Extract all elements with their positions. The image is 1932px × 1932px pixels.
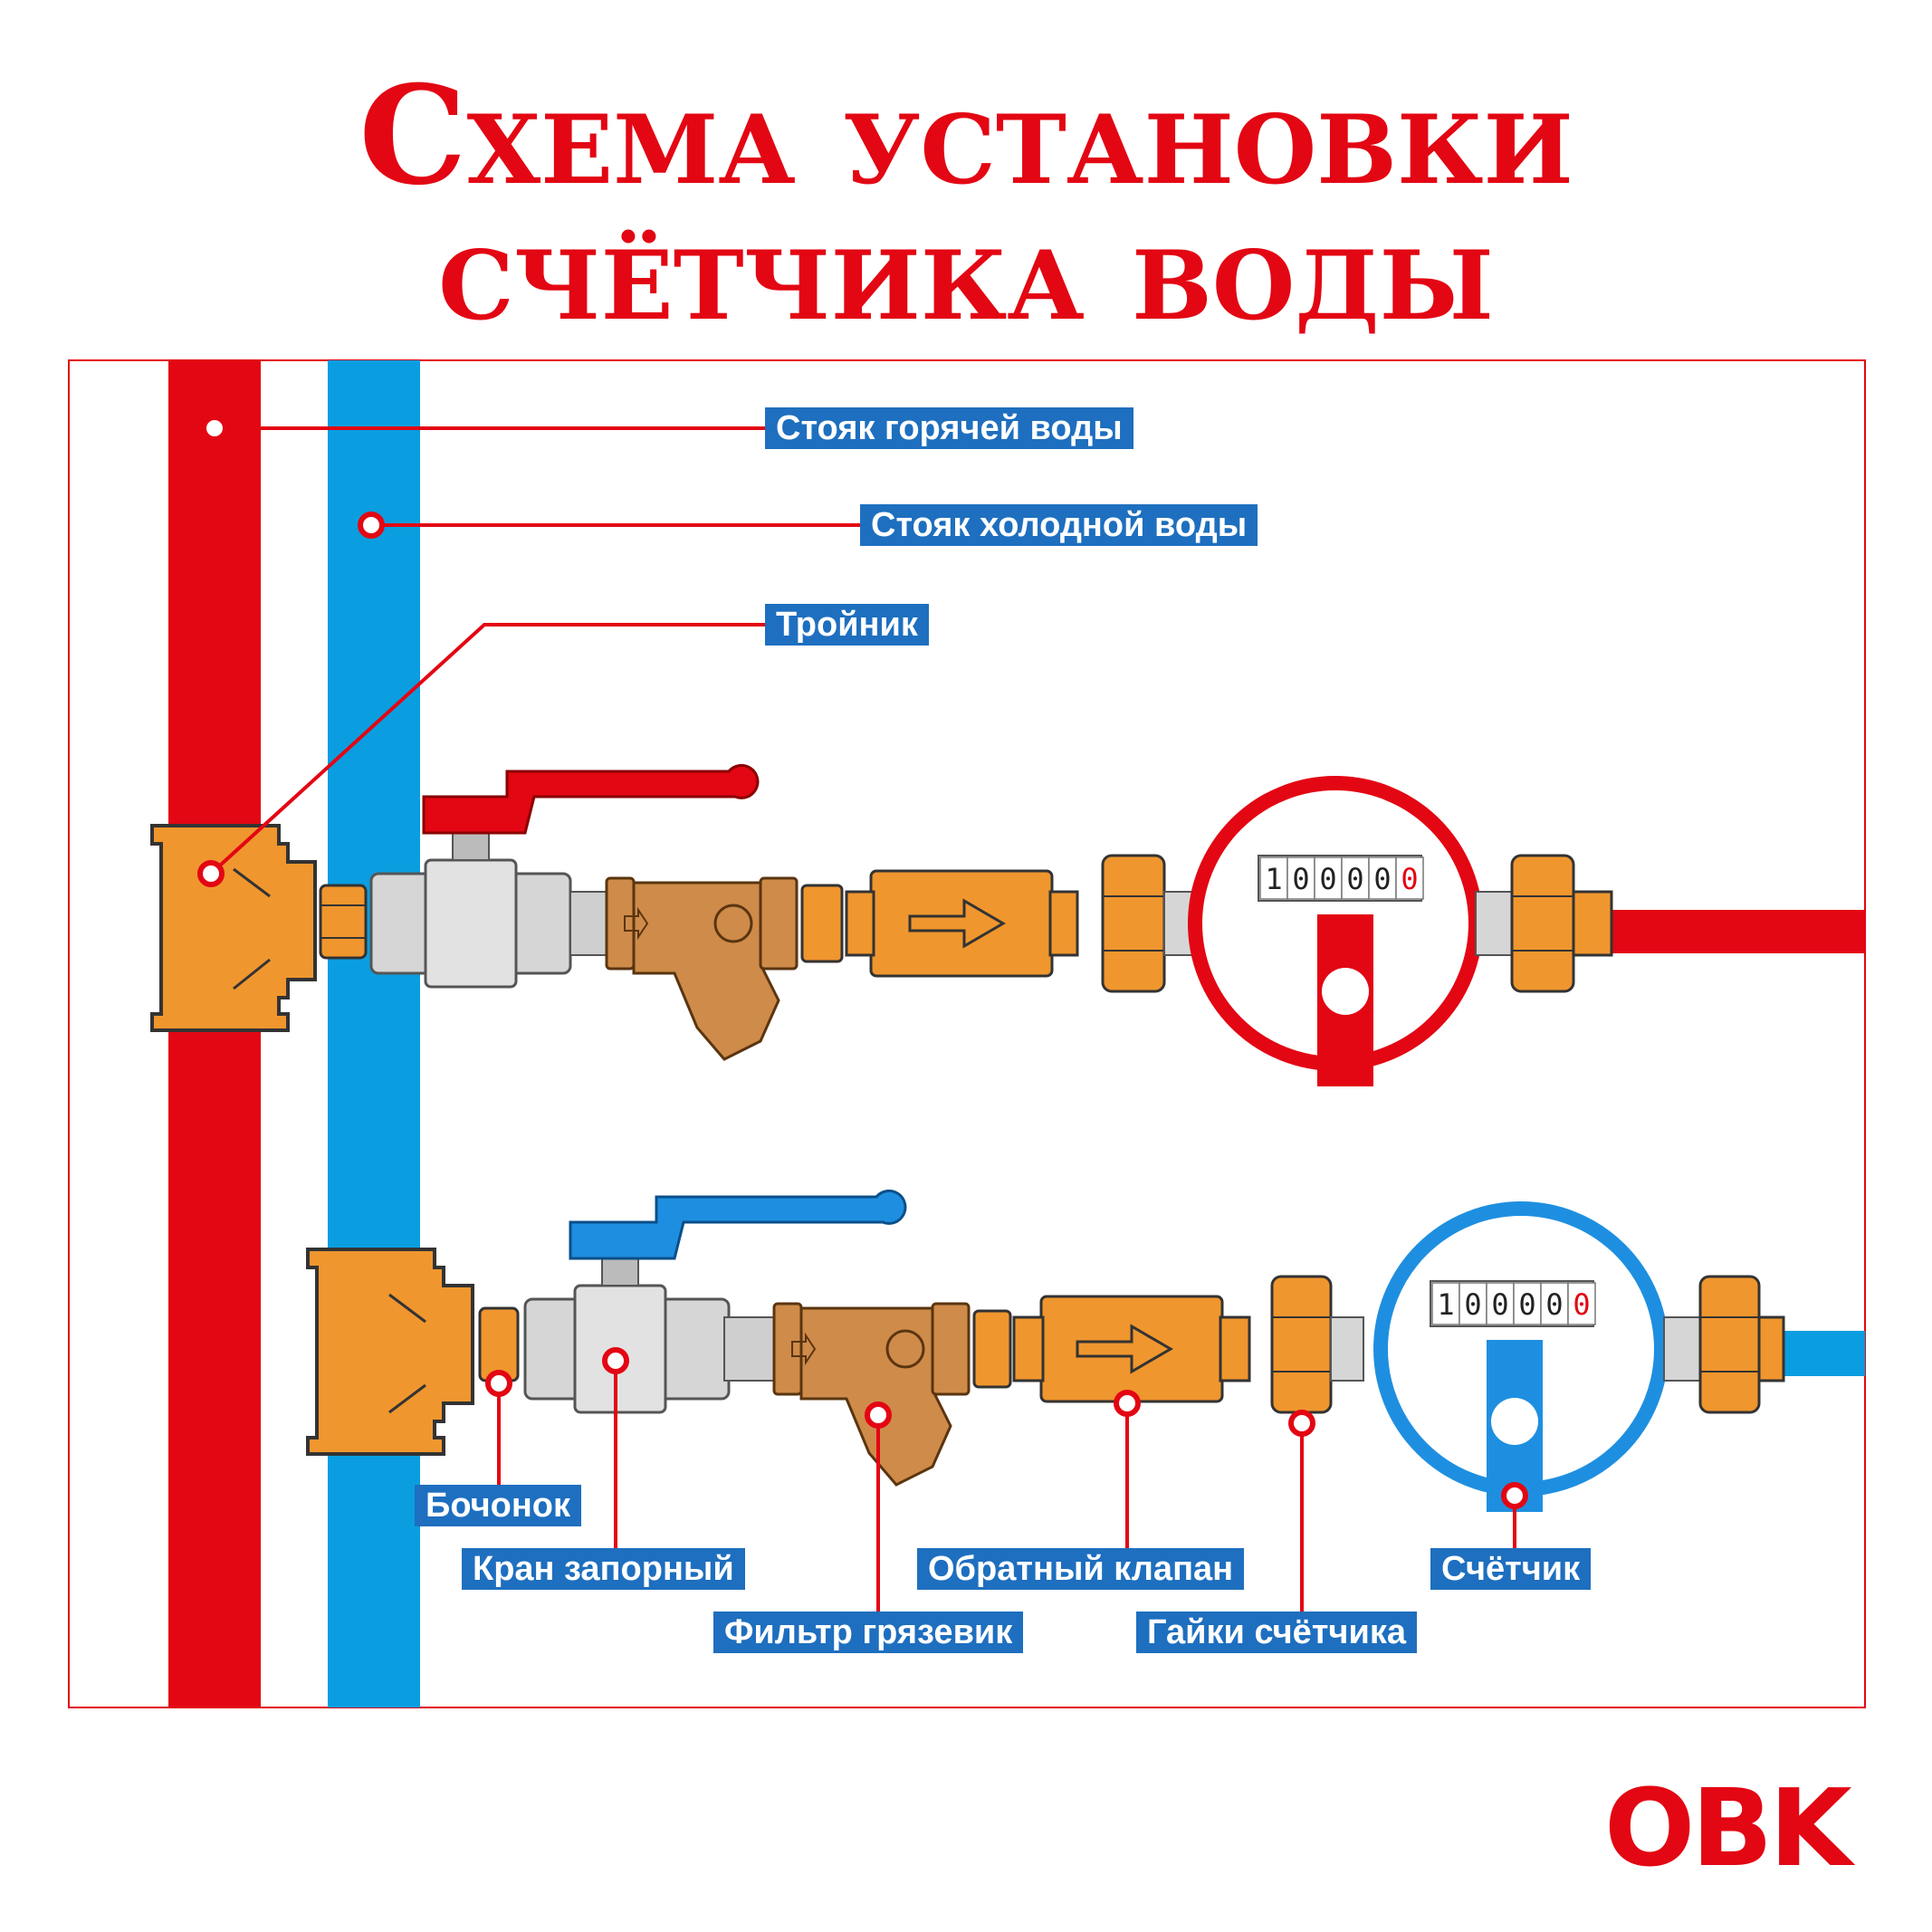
marker-cold-riser: [358, 512, 385, 539]
marker-meter-nuts: [1288, 1410, 1315, 1437]
label-shutoff-valve: Кран запорный: [462, 1548, 745, 1590]
page-title-line-1: Схема установки: [359, 56, 1573, 215]
cold-outlet-pipe: [1784, 1331, 1865, 1376]
hot-meter-digit: 0: [1401, 862, 1418, 896]
cold-meter-digit: 0: [1518, 1287, 1535, 1322]
diagram-frame: [68, 359, 1866, 1708]
cold-meter-nut-right: [1698, 1275, 1761, 1414]
hot-water-riser: [168, 360, 261, 1707]
cold-check-valve: [1039, 1295, 1224, 1403]
leader-tee: [209, 623, 765, 875]
label-mud-filter: Фильтр грязевик: [713, 1612, 1024, 1653]
cold-meter-digit: 1: [1437, 1287, 1454, 1322]
label-cold-riser: Стояк холодной воды: [860, 504, 1258, 546]
hot-meter-nut-left: [1101, 854, 1166, 993]
marker-nipple: [485, 1370, 512, 1397]
hot-meter-digit-cell: [1395, 856, 1424, 900]
cold-meter-digit-cell: [1567, 1282, 1596, 1325]
hot-valve-lever: [422, 763, 760, 835]
hot-mud-filter: [632, 881, 780, 1061]
cold-meter-digit: 0: [1491, 1287, 1508, 1322]
hot-check-valve: [869, 869, 1054, 978]
marker-hot-riser: [201, 415, 228, 442]
hot-meter-digit-cell: [1341, 856, 1370, 900]
hot-meter-digit-cell: [1286, 856, 1315, 900]
label-meter-nuts: Гайки счётчика: [1136, 1612, 1418, 1653]
hot-meter-digit: 0: [1373, 862, 1391, 896]
hot-meter-digit: 1: [1265, 862, 1282, 896]
cold-water-riser: [328, 360, 420, 1707]
hot-meter-digit-cell: [1314, 856, 1343, 900]
hot-meter-digit: 0: [1292, 862, 1309, 896]
cold-meter-digit-cell: [1486, 1282, 1515, 1325]
cold-meter-digit-cell: [1431, 1282, 1460, 1325]
hot-meter-digit-cell: [1368, 856, 1397, 900]
marker-shutoff-valve: [602, 1347, 629, 1374]
cold-meter-digit: 0: [1464, 1287, 1481, 1322]
hot-tee-fitting: [150, 824, 317, 1032]
marker-tee: [197, 860, 225, 887]
cold-meter-digit: 0: [1573, 1287, 1590, 1322]
cold-tee-fitting: [306, 1248, 474, 1456]
cold-meter-digit-cell: [1459, 1282, 1487, 1325]
hot-nipple: [319, 884, 368, 960]
obk-logo: OBK: [1604, 1765, 1852, 1890]
cold-meter-digit: 0: [1545, 1287, 1563, 1322]
marker-check-valve: [1114, 1390, 1141, 1417]
marker-mud-filter: [865, 1401, 892, 1429]
label-check-valve: Обратный клапан: [917, 1548, 1245, 1590]
marker-meter: [1501, 1482, 1528, 1509]
cold-mud-filter: [799, 1306, 952, 1487]
cold-line-assembly: [306, 1189, 1865, 1512]
cold-meter-nut-left: [1270, 1275, 1333, 1414]
hot-meter-nut-right: [1510, 854, 1575, 993]
label-tee: Тройник: [765, 604, 929, 646]
page-title-line-2: счётчика воды: [438, 192, 1494, 351]
label-nipple: Бочонок: [415, 1485, 582, 1526]
hot-outlet-pipe: [1612, 910, 1865, 953]
hot-meter-digit: 0: [1346, 862, 1363, 896]
hot-meter-digit: 0: [1319, 862, 1336, 896]
cold-valve-lever: [569, 1189, 907, 1260]
label-hot-riser: Стояк горячей воды: [765, 407, 1133, 449]
label-meter: Счётчик: [1430, 1548, 1592, 1590]
